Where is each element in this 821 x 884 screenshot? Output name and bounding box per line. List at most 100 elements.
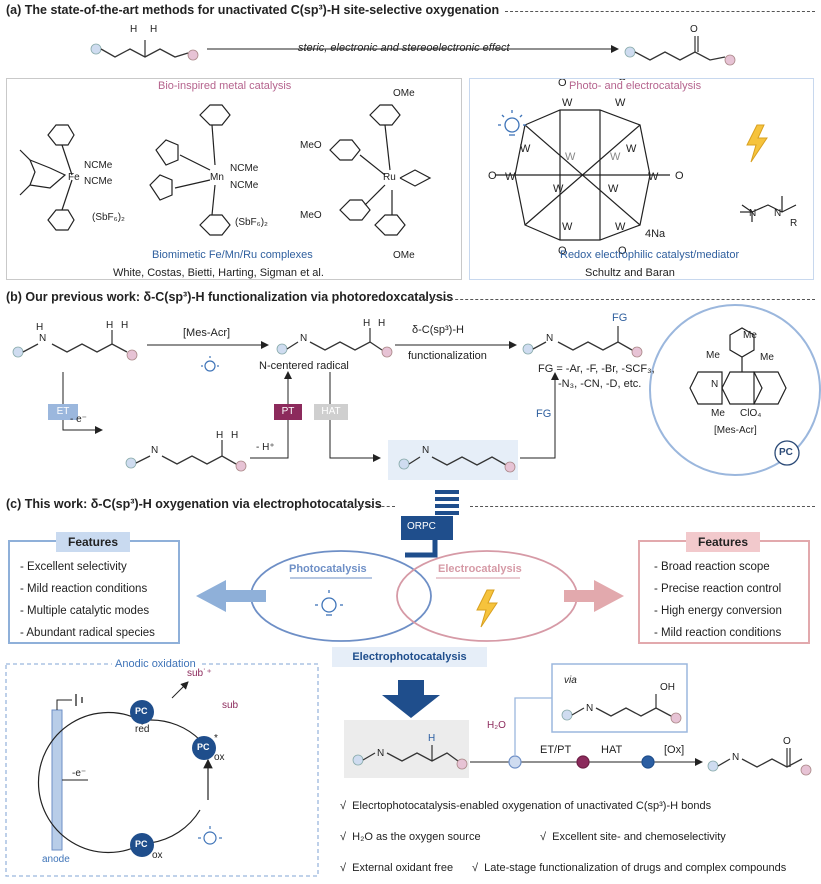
- step-dot-etpt: [576, 755, 590, 769]
- et-path: [62, 372, 103, 434]
- bullet-3-text: Excellent site- and chemoselectivity: [552, 831, 726, 843]
- bullet-4: √ External oxidant free: [340, 862, 453, 874]
- via-box: [551, 663, 688, 733]
- step-label-top: δ-C(sp³)-H: [412, 324, 464, 336]
- decatungstate-cluster: [495, 109, 670, 241]
- substrate-chain-a: [90, 40, 199, 61]
- ru-complex-structure: [329, 104, 432, 236]
- svg-text:O: O: [675, 170, 684, 182]
- amide-r-label: R: [790, 218, 798, 229]
- mn-ligand-1: NCMe: [230, 163, 259, 174]
- acr-methyl: Me: [711, 408, 725, 419]
- sub-oxidation-arrow: [171, 681, 189, 699]
- step-label-bottom: functionalization: [408, 350, 487, 362]
- fg-list-2: -N₃, -CN, -D, etc.: [558, 378, 642, 390]
- svg-text:W: W: [626, 143, 637, 155]
- svg-text:W: W: [615, 97, 626, 109]
- lightning-icon: [746, 124, 768, 163]
- ru-ome-bottom: OMe: [393, 250, 415, 261]
- n-label-b2: N: [300, 333, 308, 344]
- product-o-label: O: [783, 736, 791, 747]
- right-feature-arrow: [564, 580, 624, 612]
- mes-methyl-left: Me: [706, 350, 720, 361]
- amide-mediator-structure: [740, 196, 797, 222]
- radical-cation-chain-b: [125, 440, 247, 472]
- electro-label: Electrocatalysis: [438, 563, 522, 575]
- fe-complex-structure: [19, 124, 75, 231]
- section-a-divider: [505, 11, 815, 12]
- left-panel-caption: Biomimetic Fe/Mn/Ru complexes: [152, 249, 313, 261]
- mn-complex-structure: [149, 104, 231, 236]
- n-label-b1: N: [39, 333, 47, 344]
- svg-text:W: W: [562, 221, 573, 233]
- alcohol-chain: [561, 694, 682, 724]
- right-panel-box: [469, 78, 814, 280]
- water-label: H₂O: [487, 720, 506, 731]
- h-label-b3: H: [121, 320, 129, 331]
- ru-meo-left: MeO: [300, 140, 322, 151]
- bullet-5: √ Late-stage functionalization of drugs …: [472, 862, 786, 874]
- fe-ligand-2: NCMe: [84, 176, 113, 187]
- section-c-title: (c) This work: δ-C(sp³)-H oxygenation vi…: [6, 497, 382, 511]
- bullet-2-text: H₂O as the oxygen source: [352, 831, 481, 843]
- h-label-a2: H: [150, 24, 158, 35]
- pc-ox-pc: PC: [135, 839, 148, 849]
- acr-n-label: N: [711, 379, 719, 390]
- left-panel-box: [6, 78, 462, 280]
- check-icon: √: [472, 862, 479, 874]
- orpc-stack-icon: [435, 490, 459, 515]
- pc-red-circle: [130, 700, 154, 724]
- photo-bulb-icon: [315, 590, 343, 616]
- features-left-item: - Excellent selectivity: [20, 561, 127, 573]
- pc-ox-circle: [130, 833, 154, 857]
- section-c-divider-left: [355, 506, 395, 507]
- ep-label: Electrophotocatalysis: [332, 647, 487, 667]
- et-tag: ET: [48, 404, 78, 420]
- hat-path: [329, 372, 381, 462]
- mn-metal-label: Mn: [210, 172, 224, 183]
- pc-circle-b: [774, 440, 800, 466]
- sub-label: sub: [222, 700, 239, 711]
- step-hat: HAT: [601, 744, 623, 756]
- pc-red-sub: red: [135, 724, 150, 735]
- via-connector: [514, 697, 552, 755]
- photo-label: Photocatalysis: [289, 563, 367, 575]
- fe-ligand-1: NCMe: [84, 160, 113, 171]
- step-dot-hat: [641, 755, 655, 769]
- step-ox: [Ox]: [664, 744, 685, 756]
- bullet-3: √ Excellent site- and chemoselectivity: [540, 831, 726, 843]
- svg-text:W: W: [505, 171, 516, 183]
- fg-list-1: FG = -Ar, -F, -Br, -SCF₃,: [538, 363, 655, 375]
- pc-star-mark: *: [214, 733, 218, 744]
- pt-tag: PT: [274, 404, 302, 420]
- light-bulb-icon: [498, 110, 526, 136]
- mn-counterion: (SbF₆)₂: [235, 217, 268, 228]
- n-label-product: N: [732, 752, 740, 763]
- h-label-b4: H: [363, 318, 371, 329]
- anode-label: anode: [42, 854, 70, 865]
- pc-red-pc: PC: [135, 706, 148, 716]
- svg-text:O: O: [558, 77, 567, 89]
- pc-ox-star-circle: [192, 736, 216, 760]
- acr-counterion: ClO₄: [740, 408, 762, 419]
- catalyst-label-b: [Mes-Acr]: [183, 327, 231, 339]
- section-b-divider: [425, 299, 815, 300]
- carbocation-box: [344, 720, 469, 778]
- anode-wire: [56, 699, 72, 710]
- h-label-b6: H: [216, 430, 224, 441]
- features-right-item: - High energy conversion: [654, 605, 782, 617]
- svg-text:O: O: [488, 170, 497, 182]
- orpc-box: [401, 516, 453, 540]
- orpc-label: ORPC: [407, 521, 436, 532]
- cycle-top-arc: [141, 715, 201, 741]
- arrow-label-a: steric, electronic and stereoelectronic …: [298, 42, 510, 54]
- svg-text:W: W: [648, 171, 659, 183]
- n-label-b5: N: [422, 445, 430, 456]
- amide-n-label: N: [774, 208, 781, 219]
- svg-text:W: W: [520, 143, 531, 155]
- left-feature-arrow: [196, 580, 266, 612]
- radical-chain-b: [276, 328, 393, 358]
- section-c-divider-right: [470, 506, 815, 507]
- pt-path: [250, 371, 292, 459]
